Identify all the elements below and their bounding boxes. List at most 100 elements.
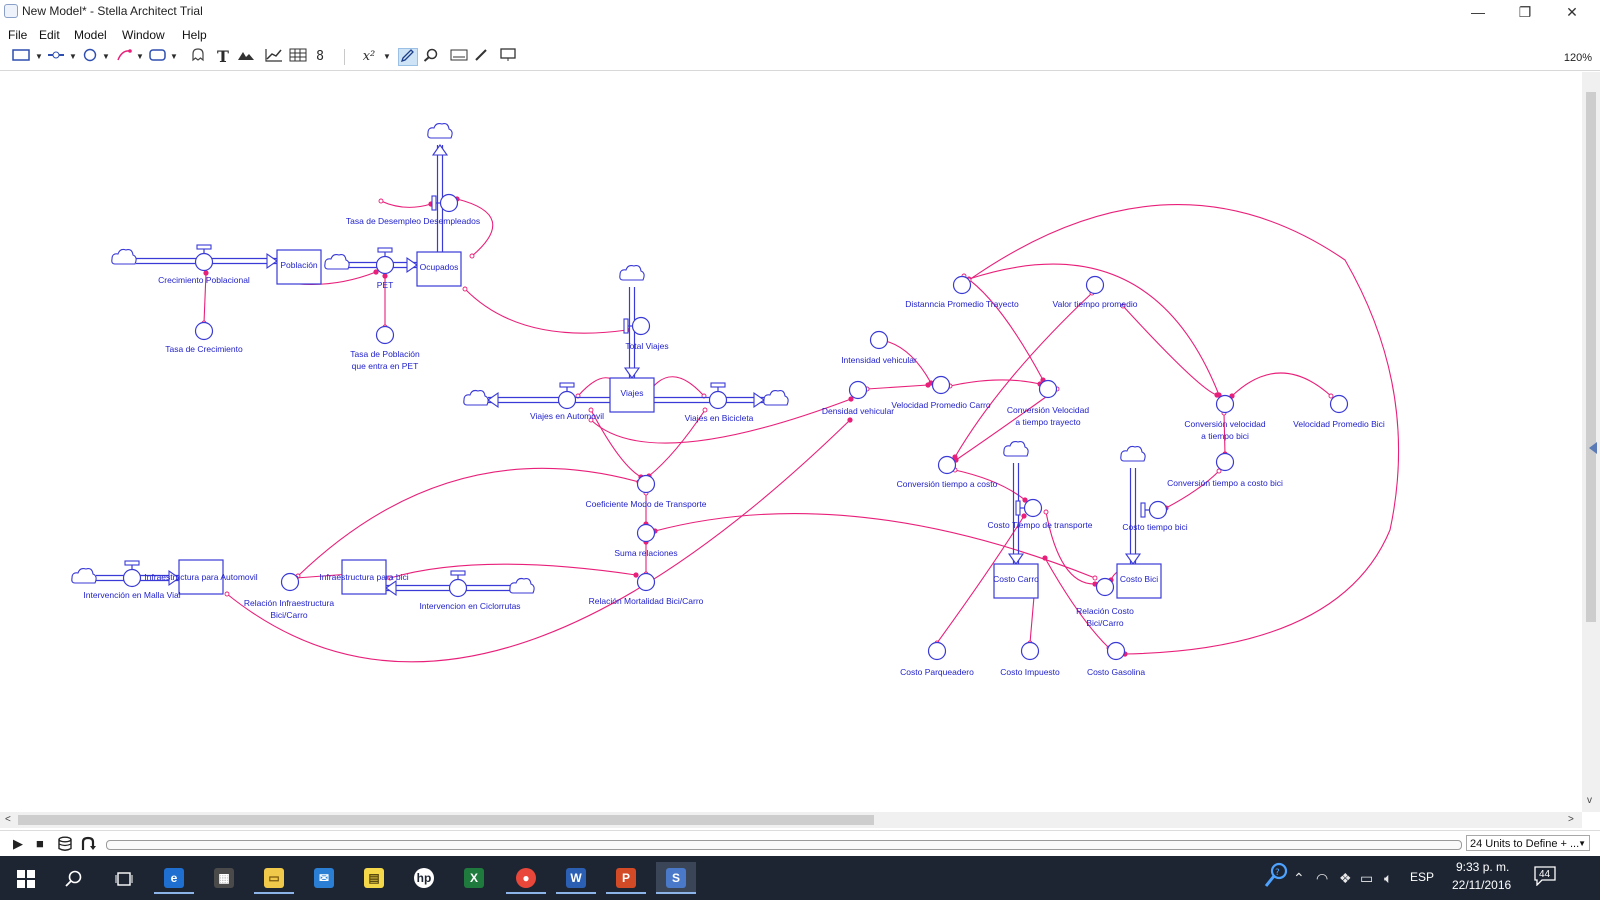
minimize-button[interactable]: —: [1471, 4, 1485, 20]
graph-tool-icon[interactable]: [264, 48, 284, 66]
run-stop-icon[interactable]: ■: [36, 836, 44, 851]
scroll-right-arrow-icon[interactable]: >: [1568, 814, 1574, 825]
converter-coef-modo[interactable]: [636, 474, 656, 494]
presentation-icon[interactable]: [498, 48, 518, 66]
flow-pet[interactable]: [375, 255, 395, 275]
text-tool-icon[interactable]: T: [217, 47, 229, 66]
converter-tasa-crec[interactable]: [194, 321, 214, 341]
vertical-scroll-thumb[interactable]: [1586, 92, 1596, 622]
clock-date[interactable]: 22/11/2016: [1452, 878, 1512, 892]
panel-tool-icon[interactable]: [449, 48, 469, 66]
converter-int-veh[interactable]: [869, 330, 889, 350]
language-indicator[interactable]: ESP: [1410, 870, 1435, 884]
chevron-down-icon[interactable]: ▼: [383, 52, 391, 61]
menu-edit[interactable]: Edit: [39, 28, 60, 42]
search-button[interactable]: [54, 862, 94, 894]
converter-costo-gas[interactable]: [1106, 641, 1126, 661]
edit-mode-icon[interactable]: [398, 48, 418, 66]
taskbar-sticky-notes[interactable]: ▤: [354, 862, 394, 894]
converter-costo-imp[interactable]: [1020, 641, 1040, 661]
converter-valor-tiempo[interactable]: [1085, 275, 1105, 295]
stock-viajes[interactable]: [609, 377, 655, 413]
converter-conv-tcb[interactable]: [1215, 452, 1235, 472]
converter-rel-mort[interactable]: [636, 572, 656, 592]
data-manager-icon[interactable]: [57, 836, 73, 855]
converter-rel-costo-1[interactable]: [1095, 577, 1115, 597]
taskbar-outlook[interactable]: ✉: [304, 862, 344, 894]
flow-int-ciclo[interactable]: [448, 578, 468, 598]
connector-tool-icon[interactable]: [114, 48, 134, 66]
converter-dist-prom[interactable]: [952, 275, 972, 295]
table-tool-icon[interactable]: [288, 48, 308, 66]
converter-rel-inf-1[interactable]: [280, 572, 300, 592]
stock-inf-auto[interactable]: [178, 559, 224, 595]
chevron-down-icon[interactable]: ▼: [136, 52, 144, 61]
converter-vel-carro[interactable]: [931, 375, 951, 395]
zoom-level[interactable]: 120%: [1563, 52, 1592, 64]
taskbar-file-explorer[interactable]: ▭: [254, 862, 294, 894]
flow-int-malla[interactable]: [122, 568, 142, 588]
converter-dens-veh[interactable]: [848, 380, 868, 400]
taskbar-word[interactable]: W: [556, 862, 596, 894]
converter-tasa-pob-1[interactable]: [375, 325, 395, 345]
stock-costo-carro[interactable]: [993, 563, 1039, 599]
stock-poblacion[interactable]: [276, 249, 322, 285]
converter-tool-icon[interactable]: [80, 48, 100, 66]
menu-file[interactable]: File: [8, 28, 28, 42]
network-help-icon[interactable]: ?: [1262, 862, 1288, 895]
task-view-button[interactable]: [104, 862, 144, 894]
converter-conv-vb-1[interactable]: [1215, 394, 1235, 414]
chevron-down-icon[interactable]: ▼: [35, 52, 43, 61]
notifications-icon[interactable]: 44: [1534, 866, 1556, 887]
equation-tool-icon[interactable]: x²: [362, 49, 376, 64]
volume-icon[interactable]: 🔈︎: [1384, 870, 1393, 886]
flow-v-bici[interactable]: [708, 390, 728, 410]
scroll-down-arrow-icon[interactable]: v: [1587, 795, 1592, 806]
close-button[interactable]: ✕: [1566, 4, 1578, 20]
numeric-display-tool-icon[interactable]: 8: [316, 49, 324, 64]
taskbar-stella[interactable]: S: [656, 862, 696, 894]
converter-vel-bici[interactable]: [1329, 394, 1349, 414]
chevron-down-icon[interactable]: ▼: [102, 52, 110, 61]
flow-crec-pob[interactable]: [194, 252, 214, 272]
flow-total-viajes[interactable]: [631, 316, 651, 336]
restore-devices-icon[interactable]: [80, 836, 96, 855]
taskbar-excel[interactable]: X: [454, 862, 494, 894]
ghost-tool-icon[interactable]: [188, 48, 208, 66]
stock-inf-bici[interactable]: [341, 559, 387, 595]
converter-costo-parq[interactable]: [927, 641, 947, 661]
taskbar-store[interactable]: ▦: [204, 862, 244, 894]
converter-suma-rel[interactable]: [636, 523, 656, 543]
converter-conv-vel-1[interactable]: [1038, 379, 1058, 399]
taskbar-powerpoint[interactable]: P: [606, 862, 646, 894]
taskbar-edge[interactable]: e: [154, 862, 194, 894]
wifi-icon[interactable]: ◠: [1316, 870, 1329, 886]
scroll-left-arrow-icon[interactable]: <: [5, 814, 11, 825]
side-panel-toggle-icon[interactable]: [1589, 442, 1597, 454]
restore-button[interactable]: ❐: [1518, 4, 1532, 20]
stock-tool-icon[interactable]: [10, 48, 32, 66]
horizontal-scroll-thumb[interactable]: [18, 815, 874, 825]
module-tool-icon[interactable]: [148, 48, 168, 66]
flow-costo-tb[interactable]: [1148, 500, 1168, 520]
battery-icon[interactable]: ▭: [1360, 870, 1374, 886]
chevron-down-icon[interactable]: ▼: [170, 52, 178, 61]
menu-model[interactable]: Model: [74, 28, 107, 42]
zoom-icon[interactable]: [421, 48, 441, 66]
chevron-down-icon[interactable]: ▼: [69, 52, 77, 61]
taskbar-chrome[interactable]: ●: [506, 862, 546, 894]
dropbox-icon[interactable]: ❖: [1339, 870, 1352, 886]
start-button[interactable]: [6, 862, 46, 894]
flow-tool-icon[interactable]: [46, 48, 68, 66]
stock-costo-bici[interactable]: [1116, 563, 1162, 599]
menu-help[interactable]: Help: [182, 28, 207, 42]
flow-costo-tt[interactable]: [1023, 498, 1043, 518]
chevron-up-icon[interactable]: ⌃: [1293, 870, 1305, 886]
taskbar-hp[interactable]: hp: [404, 862, 444, 894]
clock-time[interactable]: 9:33 p. m.: [1456, 860, 1510, 874]
image-tool-icon[interactable]: [236, 48, 256, 66]
flow-v-auto[interactable]: [557, 390, 577, 410]
converter-conv-tc[interactable]: [937, 455, 957, 475]
units-dropdown[interactable]: 24 Units to Define + ...▼: [1466, 835, 1590, 851]
